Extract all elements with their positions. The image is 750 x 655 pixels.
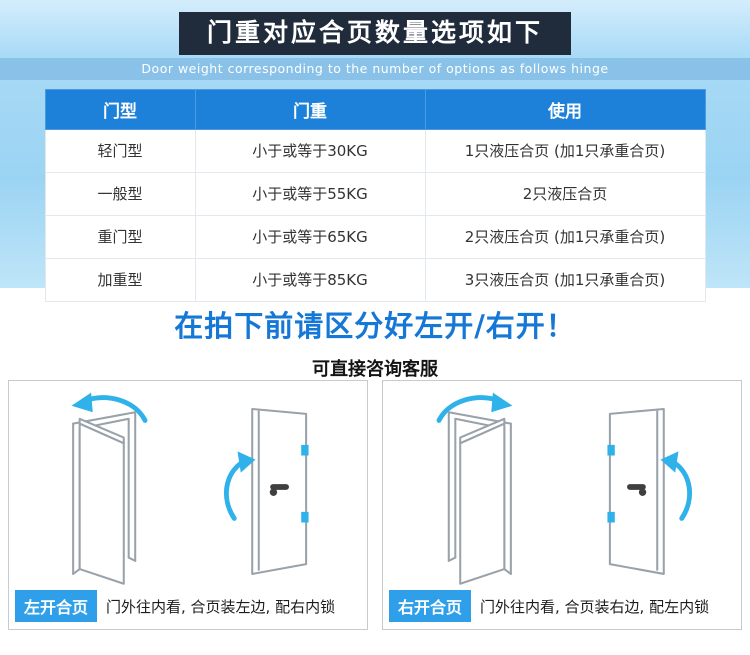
notice-subtitle: 可直接咨询客服	[312, 359, 438, 380]
cell-door-type: 轻门型	[44, 128, 196, 173]
cell-door-weight: 小于或等于55KG	[194, 171, 426, 216]
door-direction-panels: 左开合页 门外往内看, 合页装左边, 配右内锁 右开合页 门外往内看, 合页装右…	[0, 374, 750, 630]
right-open-caption-row: 右开合页 门外往内看, 合页装右边, 配左内锁	[389, 590, 735, 622]
left-open-label: 左开合页	[15, 590, 98, 622]
door-open-swing-icon	[35, 391, 175, 587]
cell-door-weight: 小于或等于65KG	[194, 214, 426, 259]
banner-wrap: 门重对应合页数量选项如下	[0, 0, 750, 55]
table-row: 轻门型 小于或等于30KG 1只液压合页 (加1只承重合页)	[44, 128, 706, 173]
cell-usage: 2只液压合页	[424, 171, 706, 216]
notice-section: 在拍下前请区分好左开/右开！ 可直接咨询客服	[0, 288, 750, 380]
right-open-panel: 右开合页 门外往内看, 合页装右边, 配左内锁	[382, 380, 742, 630]
table-header-row: 门型 门重 使用	[44, 88, 706, 130]
left-open-panel: 左开合页 门外往内看, 合页装左边, 配右内锁	[8, 380, 368, 630]
notice-title: 在拍下前请区分好左开/右开！	[174, 309, 576, 343]
cell-door-type: 重门型	[44, 214, 196, 259]
col-header-usage: 使用	[424, 88, 706, 130]
hero-section: 门重对应合页数量选项如下 Door weight corresponding t…	[0, 0, 750, 302]
right-open-label: 右开合页	[389, 590, 472, 622]
left-open-caption: 门外往内看, 合页装左边, 配右内锁	[106, 597, 336, 616]
right-open-diagrams	[383, 381, 741, 587]
cell-door-weight: 小于或等于30KG	[194, 128, 426, 173]
col-header-door-type: 门型	[44, 88, 196, 130]
banner-subtitle-band: Door weight corresponding to the number …	[0, 57, 750, 80]
cell-door-type: 加重型	[44, 257, 196, 302]
cell-usage: 1只液压合页 (加1只承重合页)	[424, 128, 706, 173]
hinge-spec-table: 门型 门重 使用 轻门型 小于或等于30KG 1只液压合页 (加1只承重合页) …	[44, 88, 706, 302]
table-row: 加重型 小于或等于85KG 3只液压合页 (加1只承重合页)	[44, 257, 706, 302]
cell-usage: 2只液压合页 (加1只承重合页)	[424, 214, 706, 259]
col-header-door-weight: 门重	[194, 88, 426, 130]
table-row: 一般型 小于或等于55KG 2只液压合页	[44, 171, 706, 216]
door-open-swing-icon	[409, 391, 549, 587]
left-open-caption-row: 左开合页 门外往内看, 合页装左边, 配右内锁	[15, 590, 361, 622]
cell-usage: 3只液压合页 (加1只承重合页)	[424, 257, 706, 302]
banner: 门重对应合页数量选项如下	[178, 12, 571, 55]
door-handle-icon	[201, 391, 341, 587]
banner-subtitle: Door weight corresponding to the number …	[141, 61, 609, 76]
banner-title: 门重对应合页数量选项如下	[206, 18, 543, 47]
right-open-caption: 门外往内看, 合页装右边, 配左内锁	[480, 597, 710, 616]
door-handle-icon	[575, 391, 715, 587]
cell-door-type: 一般型	[44, 171, 196, 216]
left-open-diagrams	[9, 381, 367, 587]
table-row: 重门型 小于或等于65KG 2只液压合页 (加1只承重合页)	[44, 214, 706, 259]
